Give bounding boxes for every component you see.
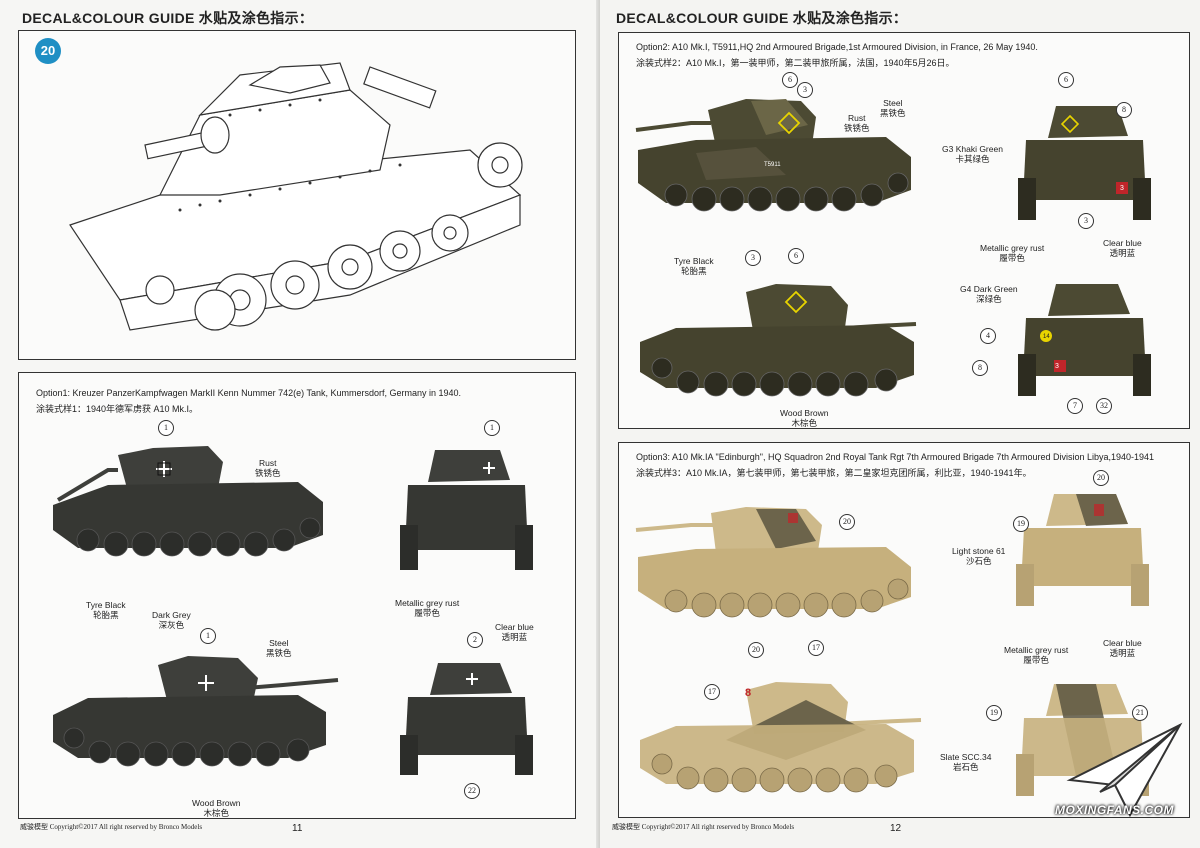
decal-marker: 6 [782, 72, 798, 88]
option3-side-view [635, 507, 911, 618]
decal-marker: 6 [788, 248, 804, 264]
option3-side-view-2 [640, 682, 922, 793]
decal-marker: 1 [158, 420, 174, 436]
plate-number: T5911 [764, 162, 781, 168]
right-header: DECAL&COLOUR GUIDE 水贴及涂色指示： [616, 10, 908, 26]
decal-marker: 2 [467, 632, 483, 648]
option1-rear-view [400, 450, 533, 570]
option3-rear-view-2 [1016, 684, 1149, 796]
decal-marker: 8 [972, 360, 988, 376]
decal-marker: 20 [839, 514, 855, 530]
footer-copyright: 威骏模型 Copyright©2017 All right reserved b… [20, 823, 203, 831]
decal-marker: 17 [704, 684, 720, 700]
option2-title: Option2: A10 Mk.I, T5911,HQ 2nd Armoured… [636, 42, 1038, 52]
option2-rear-view-2 [1018, 284, 1151, 396]
decal-marker: 14 [1043, 334, 1050, 340]
decal-marker: 3 [797, 82, 813, 98]
option3-title-cn: 涂装式样3：A10 Mk.IA，第七装甲师，第七装甲旅，第二皇家坦克团所属，利比… [636, 468, 1032, 478]
decal-marker: 20 [1093, 470, 1109, 486]
option1-rear-view-2 [400, 663, 533, 775]
decal-marker: 8 [1116, 102, 1132, 118]
option2-rear-view [1018, 106, 1151, 220]
decal-marker: 20 [748, 642, 764, 658]
decal-marker: 22 [464, 783, 480, 799]
decal-marker: 7 [1067, 398, 1083, 414]
paper-plane-logo [1066, 722, 1183, 818]
decal-marker: 19 [1013, 516, 1029, 532]
left-header: DECAL&COLOUR GUIDE 水贴及涂色指示： [22, 10, 314, 26]
option2-side-view-2 [640, 284, 917, 397]
footer-copyright: 威骏模型 Copyright©2017 All right reserved b… [612, 823, 795, 831]
decal-marker: 8 [745, 687, 752, 699]
decal-marker: 21 [1132, 705, 1148, 721]
left-page: DECAL&COLOUR GUIDE 水贴及涂色指示： 20 [0, 0, 600, 848]
decal-marker: 17 [808, 640, 824, 656]
step-badge: 20 [35, 38, 61, 64]
decal-marker: 19 [986, 705, 1002, 721]
decal-marker: 6 [1058, 72, 1074, 88]
option2-title-cn: 涂装式样2：A10 Mk.I，第一装甲师，第二装甲旅所属，法国，1940年5月2… [636, 58, 955, 68]
decal-marker: 3 [1078, 213, 1094, 229]
right-page: DECAL&COLOUR GUIDE 水贴及涂色指示： Option2: A10… [600, 0, 1200, 848]
option2-side-view [635, 99, 911, 212]
decal-marker: 3 [1055, 363, 1059, 370]
option1-title: Option1: Kreuzer PanzerKampfwagen MarkII… [36, 388, 462, 398]
decal-marker: 1 [200, 628, 216, 644]
decal-marker: 4 [980, 328, 996, 344]
decal-marker: 3 [745, 250, 761, 266]
option3-title: Option3: A10 Mk.IA "Edinburgh", HQ Squad… [636, 452, 1155, 462]
page-number: 11 [292, 823, 303, 834]
option3-rear-view [1016, 494, 1149, 606]
decal-marker: 1 [484, 420, 500, 436]
decal-marker: 3 [1120, 185, 1124, 192]
watermark-text: MOXINGFANS.COM [1055, 803, 1175, 817]
decal-marker: 32 [1096, 398, 1112, 414]
option1-side-view-2 [53, 656, 339, 767]
page-number: 12 [890, 823, 902, 834]
tank-line-drawing [69, 62, 523, 331]
option1-side-view [53, 446, 323, 557]
option1-title-cn: 涂装式样1：1940年德军虏获 A10 Mk.I。 [36, 404, 199, 414]
